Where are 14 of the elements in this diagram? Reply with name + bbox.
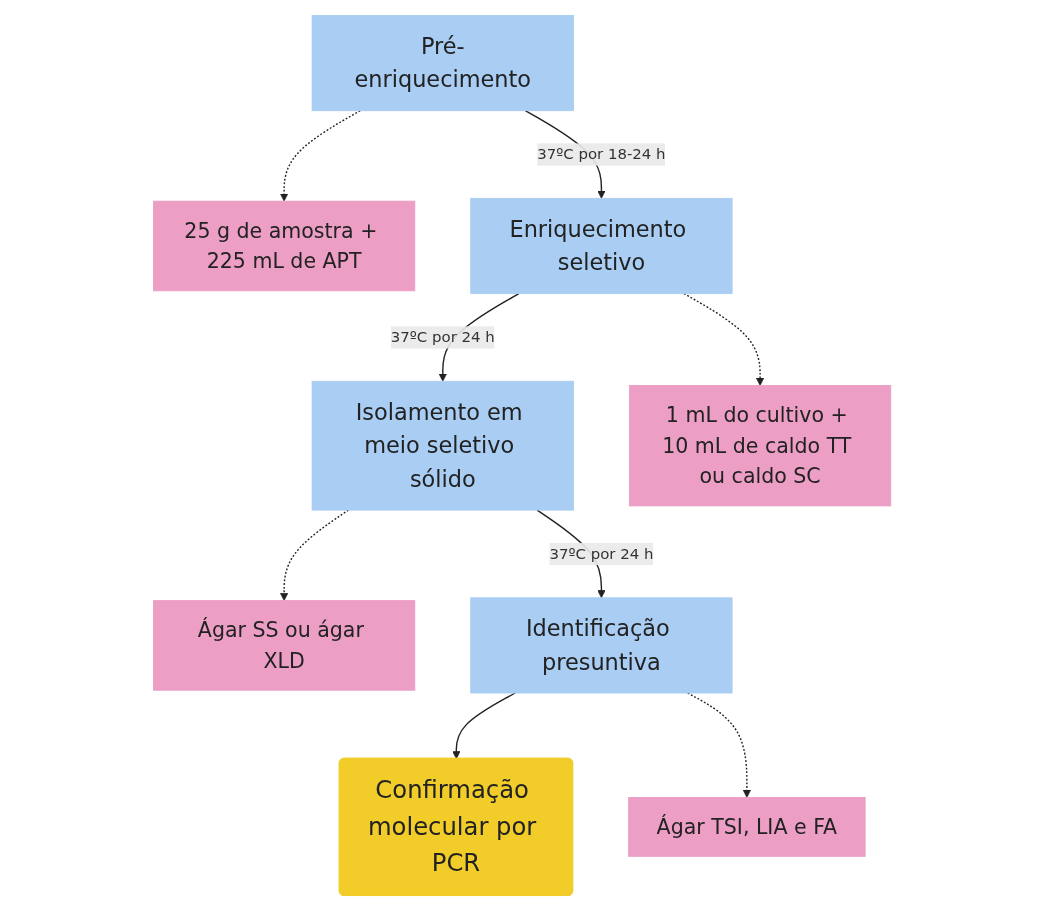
node-box: Isolamento em meio seletivo sólido: [311, 380, 574, 511]
edge-label: 37ºC por 24 h: [549, 544, 654, 563]
node-box: 25 g de amostra + 225 mL de APT: [152, 200, 416, 292]
edge-label: 37ºC por 18-24 h: [537, 145, 666, 163]
node-box: Pré-enriquecimento: [311, 15, 574, 112]
node-box: Identificação presuntiva: [470, 597, 733, 694]
arrow: [279, 509, 349, 601]
arrow: [279, 109, 361, 202]
node-box: Enriquecimento seletivo: [470, 197, 733, 295]
node-box: Ágar TSI, LIA e FA: [628, 797, 866, 857]
edge-label: 37ºC por 24 h: [390, 328, 495, 346]
node-box: 1 mL do cultivo + 10 mL de caldo TT ou caldo SC: [628, 385, 892, 507]
node-box: Ágar SS ou ágar XLD: [152, 600, 416, 691]
arrow: [452, 692, 516, 760]
